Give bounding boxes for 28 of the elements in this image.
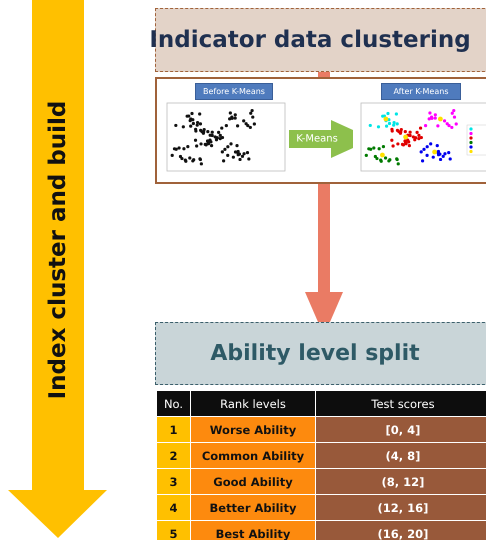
table-cell: Better Ability bbox=[191, 495, 316, 521]
axis-label: Index cluster and build bbox=[45, 100, 71, 400]
table-cell: (4, 8] bbox=[316, 443, 486, 469]
plot-title bbox=[195, 83, 273, 100]
table-cell: (8, 12] bbox=[316, 469, 486, 495]
table-cell: (16, 20] bbox=[316, 521, 486, 540]
heading: Before K-Means bbox=[203, 87, 265, 96]
image-panel bbox=[155, 77, 486, 184]
table-cell: [0, 4] bbox=[316, 417, 486, 443]
table-cell: (12, 16] bbox=[316, 495, 486, 521]
table-cell: 1 bbox=[157, 417, 191, 443]
table-cell: Best Ability bbox=[191, 521, 316, 540]
table-cell: 5 bbox=[157, 521, 191, 540]
table-cell: 2 bbox=[157, 443, 191, 469]
table-cell: 3 bbox=[157, 469, 191, 495]
table-cell: No. bbox=[157, 391, 191, 417]
table-cell: Worse Ability bbox=[191, 417, 316, 443]
heading: Indicator data clustering bbox=[149, 27, 471, 53]
title-box bbox=[155, 322, 486, 385]
heading: After K-Means bbox=[393, 87, 448, 96]
table-cell: 4 bbox=[157, 495, 191, 521]
table-cell: Test scores bbox=[316, 391, 486, 417]
table-cell: Rank levels bbox=[191, 391, 316, 417]
plot-title bbox=[381, 83, 461, 100]
edge-label: K-Means bbox=[296, 134, 338, 144]
table-cell: Good Ability bbox=[191, 469, 316, 495]
heading: Ability level split bbox=[210, 341, 420, 366]
table-cell: Common Ability bbox=[191, 443, 316, 469]
